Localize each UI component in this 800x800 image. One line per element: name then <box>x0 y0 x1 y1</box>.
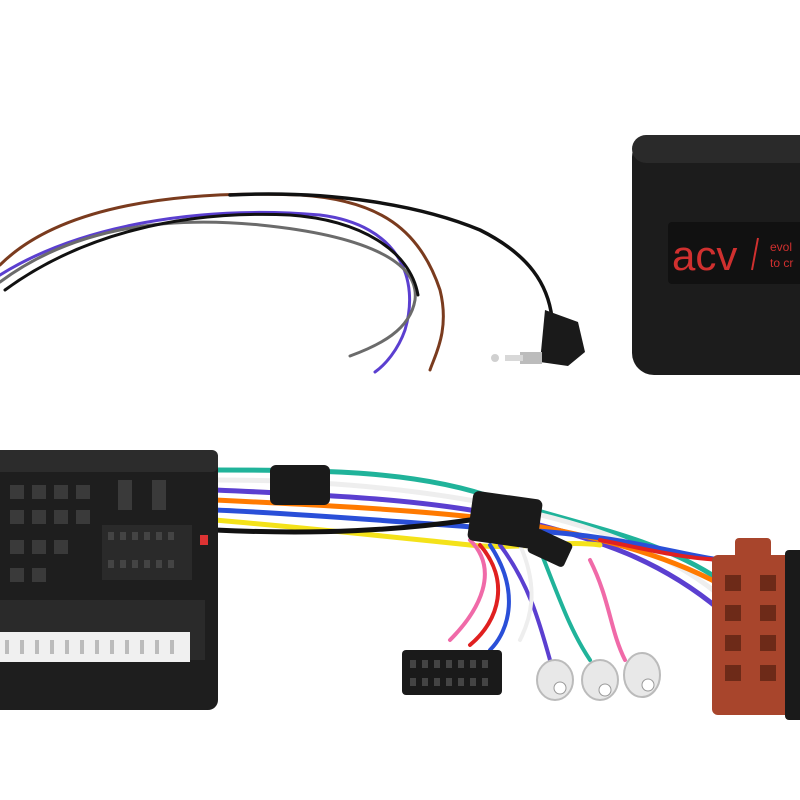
quadlock-connector-icon <box>0 450 218 710</box>
audio-jack-icon <box>491 310 585 366</box>
wire-harness <box>212 465 733 662</box>
sub-d-connector-icon <box>402 650 502 695</box>
brand-logo: acv <box>672 232 737 279</box>
brand-slogan-line1: evol <box>770 240 792 254</box>
loose-wires <box>0 192 554 374</box>
brand-slogan-line2: to cr <box>770 256 793 270</box>
ring-terminal-icon <box>536 652 661 701</box>
interface-module: acv evol to cr <box>632 135 800 375</box>
iso-connector-icon <box>712 538 800 720</box>
